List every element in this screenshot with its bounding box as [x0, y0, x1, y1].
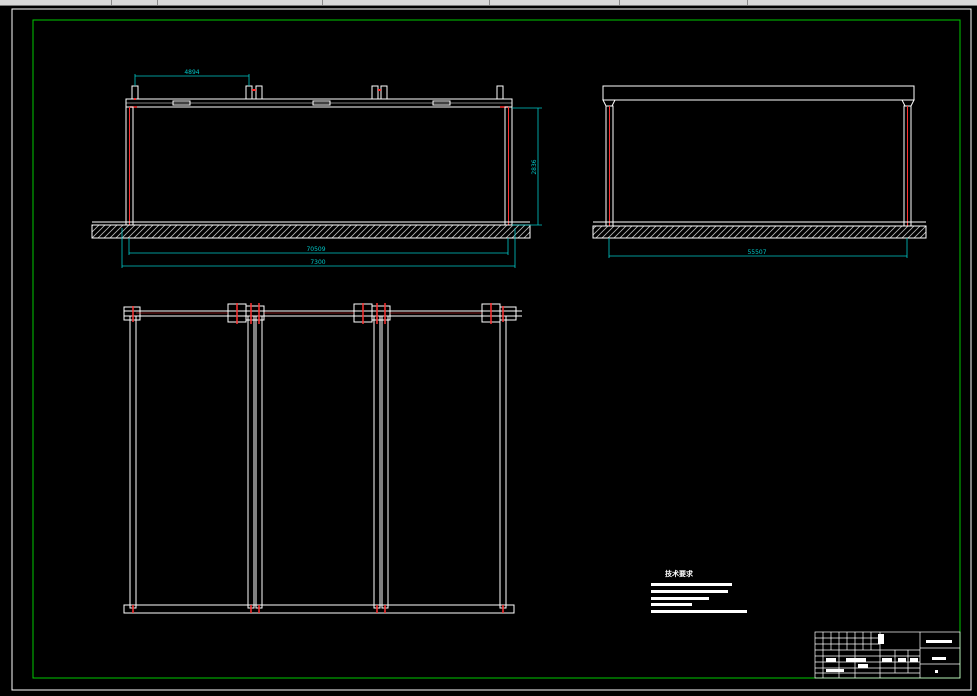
drawing-border	[32, 19, 961, 679]
outer-frame	[11, 8, 972, 691]
roof-slot	[312, 100, 331, 106]
toolbar-strip	[0, 0, 977, 6]
dim-total-span: 7300	[310, 259, 325, 266]
plan-member	[129, 315, 137, 609]
note-line	[651, 603, 692, 606]
dim-side-span: 55507	[747, 249, 766, 256]
note-line	[651, 590, 728, 593]
front-ground-hatch	[91, 224, 531, 239]
note-line	[651, 597, 709, 600]
note-line	[651, 583, 732, 586]
plan-view	[123, 303, 522, 614]
dim-top-offset: 4894	[184, 69, 199, 76]
plan-member	[381, 315, 389, 609]
toolbar-segment[interactable]	[323, 0, 490, 5]
title-block-fills	[826, 634, 952, 673]
side-view: 55507	[592, 85, 927, 258]
toolbar-segment[interactable]	[490, 0, 620, 5]
plan-member	[247, 315, 255, 609]
roof-slot	[432, 100, 451, 106]
dim-inner-span: 70509	[306, 246, 325, 253]
toolbar-segment[interactable]	[620, 0, 748, 5]
top-bracket	[496, 85, 504, 100]
top-bracket	[131, 85, 139, 100]
plan-bottom-beam	[123, 604, 515, 614]
plan-member	[499, 315, 507, 609]
dim-height: 2836	[531, 159, 538, 174]
front-view: 4894 2836 70509 7300	[91, 69, 542, 268]
notes-title: 技术要求	[665, 569, 694, 578]
top-bracket	[245, 85, 253, 100]
front-dimensions	[121, 74, 542, 268]
note-line	[651, 610, 747, 613]
side-roof-beam	[602, 85, 915, 101]
toolbar-segment[interactable]	[0, 0, 112, 5]
side-dimensions	[608, 238, 908, 258]
top-bracket	[255, 85, 263, 100]
plan-member	[255, 315, 263, 609]
top-bracket	[371, 85, 379, 100]
side-ground-hatch	[592, 225, 927, 239]
technical-notes: 技术要求	[651, 569, 747, 613]
side-capital-right	[901, 99, 915, 107]
side-capital-left	[602, 99, 616, 107]
toolbar-segment[interactable]	[158, 0, 323, 5]
plan-member	[373, 315, 381, 609]
toolbar-segment[interactable]	[112, 0, 158, 5]
roof-slot	[172, 100, 191, 106]
top-bracket	[380, 85, 388, 100]
